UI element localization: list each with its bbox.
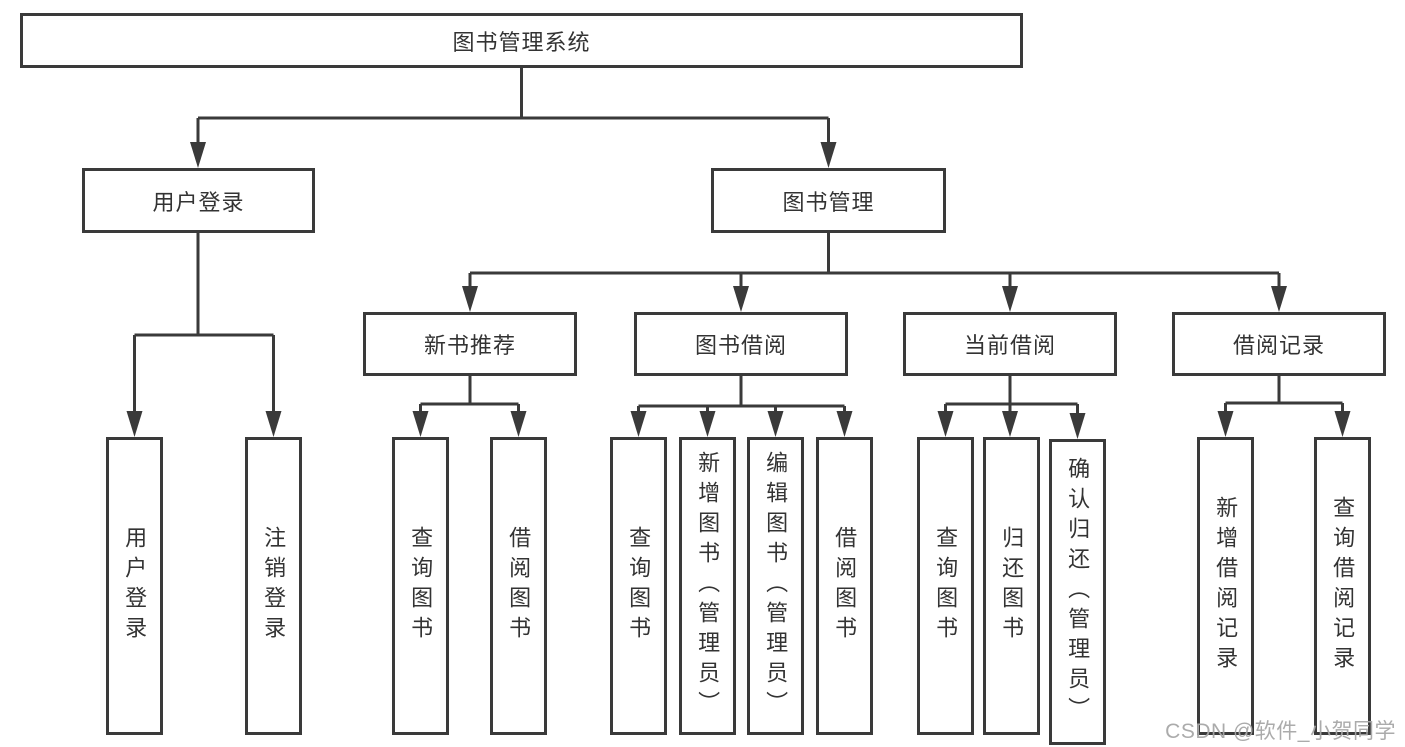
csdn-watermark: CSDN @软件_小贺同学 [1165, 720, 1396, 743]
leaf-label: 编辑图书（管理员） [763, 451, 789, 721]
node-label: 图书借阅 [694, 333, 787, 358]
leaf-edit-books-admin: 编辑图书（管理员） [747, 437, 804, 735]
leaf-query-books-current: 查询图书 [917, 437, 974, 735]
node-label: 新书推荐 [423, 333, 516, 358]
leaf-add-books-admin: 新增图书（管理员） [679, 437, 736, 735]
node-label: 图书管理 [782, 189, 875, 215]
leaf-label: 查询借阅记录 [1330, 496, 1356, 676]
node-new-book-recommend: 新书推荐 [363, 312, 577, 376]
node-library-management-system: 图书管理系统 [20, 13, 1023, 68]
node-book-management: 图书管理 [711, 168, 946, 233]
node-borrow-records: 借阅记录 [1172, 312, 1386, 376]
leaf-label: 新增图书（管理员） [695, 451, 721, 721]
leaf-query-books-borrow: 查询图书 [610, 437, 667, 735]
leaf-label: 查询图书 [626, 526, 652, 646]
leaf-return-books: 归还图书 [983, 437, 1040, 735]
leaf-label: 用户登录 [122, 526, 148, 646]
leaf-borrow-books-recommend: 借阅图书 [490, 437, 547, 735]
leaf-label: 查询图书 [933, 526, 959, 646]
leaf-label: 借阅图书 [832, 526, 858, 646]
leaf-confirm-return-admin: 确认归还（管理员） [1049, 439, 1106, 745]
leaf-query-books-recommend: 查询图书 [392, 437, 449, 735]
leaf-label: 确认归还（管理员） [1065, 457, 1091, 727]
leaf-label: 查询图书 [408, 526, 434, 646]
node-user-login: 用户登录 [82, 168, 315, 233]
node-book-borrow: 图书借阅 [634, 312, 848, 376]
leaf-logout: 注销登录 [245, 437, 302, 735]
leaf-label: 新增借阅记录 [1213, 496, 1239, 676]
node-label: 借阅记录 [1232, 333, 1325, 358]
node-current-borrow: 当前借阅 [903, 312, 1117, 376]
leaf-borrow-books: 借阅图书 [816, 437, 873, 735]
leaf-add-borrow-record: 新增借阅记录 [1197, 437, 1254, 735]
leaf-user-login: 用户登录 [106, 437, 163, 735]
leaf-label: 借阅图书 [506, 526, 532, 646]
node-label: 用户登录 [152, 189, 245, 215]
leaf-label: 注销登录 [261, 526, 287, 646]
leaf-label: 归还图书 [999, 526, 1025, 646]
node-label: 当前借阅 [963, 333, 1056, 358]
node-label: 图书管理系统 [452, 29, 591, 55]
leaf-query-borrow-record: 查询借阅记录 [1314, 437, 1371, 735]
